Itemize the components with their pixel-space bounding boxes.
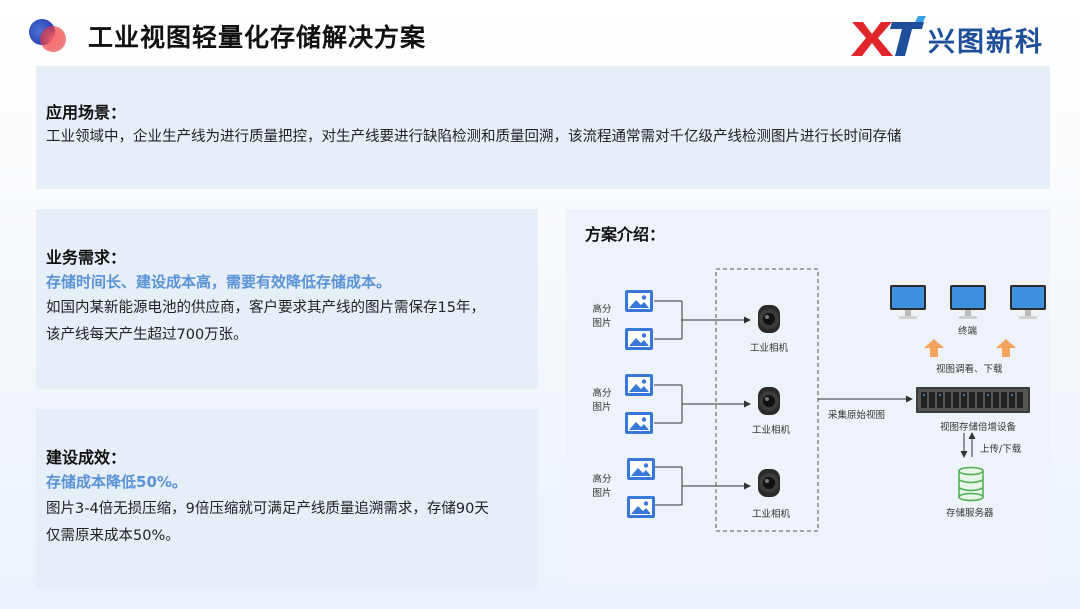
picture-icon (624, 411, 654, 435)
view-download-label: 视图调看、下载 (936, 364, 1003, 375)
brand-logo: 兴图新科 (848, 14, 1060, 58)
image-source-label-line-1: 高分 (592, 304, 612, 315)
demand-panel: 业务需求： 存储时间长、建设成本高，需要有效降低存储成本。 如国内某新能源电池的… (36, 209, 538, 389)
brand-name: 兴图新科 (928, 27, 1044, 58)
solution-panel: 方案介绍： (566, 209, 1050, 589)
brand-mark-icon (848, 14, 926, 58)
camera-label: 工业相机 (752, 509, 791, 520)
camera-icon (752, 303, 786, 335)
collect-label: 采集原始视图 (828, 410, 886, 421)
logo-dot-icon (26, 14, 70, 54)
demand-label: 业务需求： (46, 248, 127, 267)
effect-line-2: 仅需原来成本50%。 (46, 528, 180, 544)
camera-label: 工业相机 (750, 343, 789, 354)
scenario-panel: 应用场景： 工业领域中，企业生产线为进行质量把控，对生产线要进行缺陷检测和质量回… (36, 66, 1050, 189)
demand-line-2: 该产线每天产生超过700万张。 (46, 327, 248, 343)
camera-group-box (715, 268, 819, 532)
effect-panel: 建设成效： 存储成本降低50%。 图片3-4倍无损压缩，9倍压缩就可满足产线质量… (36, 409, 538, 589)
effect-label: 建设成效： (46, 448, 127, 467)
storage-server-label: 存储服务器 (946, 508, 994, 519)
camera-icon (752, 385, 786, 417)
monitor-icon (888, 283, 928, 321)
arrow-up-icon (924, 339, 944, 357)
image-source-label: 高分 图片 (590, 473, 614, 501)
solution-label: 方案介绍： (585, 225, 666, 244)
effect-line-1: 图片3-4倍无损压缩，9倍压缩就可满足产线质量追溯需求，存储90天 (46, 501, 489, 517)
server-rack-icon (916, 387, 1030, 413)
scenario-text: 工业领域中，企业生产线为进行质量把控，对生产线要进行缺陷检测和质量回溯，该流程通… (46, 129, 902, 145)
image-source-label-line-1: 高分 (592, 474, 612, 485)
demand-highlight: 存储时间长、建设成本高，需要有效降低存储成本。 (46, 273, 392, 291)
picture-icon (626, 457, 656, 481)
image-source-label: 高分 图片 (590, 303, 614, 331)
image-source-label-line-2: 图片 (592, 402, 612, 413)
arrow-up-icon (996, 339, 1016, 357)
image-source-label-line-2: 图片 (592, 488, 612, 499)
picture-icon (626, 495, 656, 519)
demand-line-1: 如国内某新能源电池的供应商，客户要求其产线的图片需保存15年， (46, 300, 485, 316)
storage-device-label: 视图存储倍增设备 (940, 422, 1017, 433)
image-source-label: 高分 图片 (590, 387, 614, 415)
picture-icon (624, 373, 654, 397)
camera-icon (752, 467, 786, 499)
effect-highlight: 存储成本降低50%。 (46, 473, 187, 491)
database-icon (958, 466, 984, 502)
scenario-label: 应用场景： (46, 103, 127, 122)
image-source-label-line-2: 图片 (592, 318, 612, 329)
terminal-label: 终端 (958, 326, 978, 337)
solution-diagram: 高分 图片 工业相机 高分 图片 工业相机 高分 图片 (566, 209, 1050, 589)
monitor-icon (948, 283, 988, 321)
monitor-icon (1008, 283, 1048, 321)
picture-icon (624, 327, 654, 351)
picture-icon (624, 289, 654, 313)
image-source-label-line-1: 高分 (592, 388, 612, 399)
camera-label: 工业相机 (752, 425, 791, 436)
upload-download-label: 上传/下载 (980, 444, 1022, 455)
page-title: 工业视图轻量化存储解决方案 (88, 23, 427, 52)
diagram-connectors (654, 268, 976, 532)
